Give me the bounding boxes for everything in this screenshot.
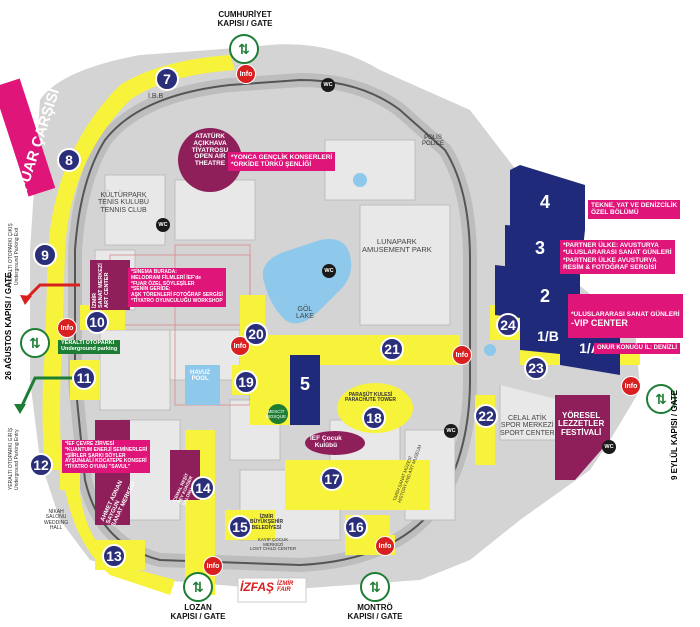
hall-marker-18[interactable]: 18 xyxy=(362,406,386,430)
hall-1b-label[interactable]: 1/B xyxy=(537,328,559,344)
info-point[interactable]: Info xyxy=(236,64,256,84)
lake-label: GÖL LAKE xyxy=(296,306,314,321)
hall-marker-10[interactable]: 10 xyxy=(85,310,109,334)
theatre-label: ATATÜRK AÇIKHAVA TİYATROSU OPEN AIR THEA… xyxy=(191,133,229,168)
info-point[interactable]: Info xyxy=(230,336,250,356)
hall-marker-13[interactable]: 13 xyxy=(102,544,126,568)
hall-2-label[interactable]: 2 xyxy=(539,285,550,306)
hall-marker-15[interactable]: 15 xyxy=(228,515,252,539)
ibb-label: İ.B.B xyxy=(148,93,164,100)
cumhuriyet-gate-icon: ⇅ xyxy=(229,34,259,64)
26-agustos-gate-label: 26 AĞUSTOS KAPISI / GATE xyxy=(4,272,13,380)
wc-icon: WC xyxy=(602,440,616,454)
hall-marker-16[interactable]: 16 xyxy=(344,515,368,539)
sport-center-label: CELAL ATİK SPOR MERKEZİ SPORT CENTER xyxy=(500,415,555,437)
pool xyxy=(185,365,220,405)
hall-marker-12[interactable]: 12 xyxy=(29,453,53,477)
lozan-gate-icon: ⇅ xyxy=(183,572,213,602)
hall-marker-14[interactable]: 14 xyxy=(191,476,215,500)
wc-icon: WC xyxy=(321,78,335,92)
art-center-label: İZMİR SANAT MERKEZİ ART CENTER xyxy=(92,263,110,308)
lake xyxy=(262,239,352,324)
hall-marker-9[interactable]: 9 xyxy=(33,243,57,267)
wc-icon: WC xyxy=(322,264,336,278)
lunapark-label: LUNAPARK AMUSEMENT PARK xyxy=(362,237,432,254)
yoresel-label: YÖRESEL LEZZETLER FESTİVALİ xyxy=(558,411,605,437)
hall-3-label[interactable]: 3 xyxy=(534,237,545,258)
lost-child-label: KAYIP ÇOCUK MERKEZİ LOST CHILD CENTER xyxy=(250,537,297,552)
nikah-label: NİKAH SALONU WEDDING HALL xyxy=(44,509,69,531)
ibb-cocuk-label: İZMİR BÜYÜKŞEHİR BELEDİYESİ xyxy=(250,514,284,531)
mosque-label: MESCİT MOSQUE xyxy=(266,409,287,419)
info-point[interactable]: Info xyxy=(452,345,472,365)
9-eylul-gate-label: 9 EYLÜL KAPISI / GATE xyxy=(670,390,679,480)
ief-cocuk-label: İEF Çocuk Kulübü xyxy=(310,435,342,449)
hall-marker-17[interactable]: 17 xyxy=(320,467,344,491)
art-center-events: *SİNEMA BURADA: MELODRAM FİLMLERİ İEF'de… xyxy=(128,268,226,307)
hall-marker-24[interactable]: 24 xyxy=(496,313,520,337)
onur-konugu: ONUR KONUĞU İL: DENİZLİ xyxy=(594,343,680,354)
26-agustos-gate-icon: ⇅ xyxy=(20,328,50,358)
montro-gate-icon: ⇅ xyxy=(360,572,390,602)
theatre-shape xyxy=(178,128,242,192)
hall-marker-11[interactable]: 11 xyxy=(72,366,96,390)
hall-5-label[interactable]: 5 xyxy=(299,373,310,394)
hall-marker-23[interactable]: 23 xyxy=(524,356,548,380)
hall-marker-21[interactable]: 21 xyxy=(380,337,404,361)
info-point[interactable]: Info xyxy=(621,376,641,396)
pool-label: HAVUZ POOL xyxy=(190,370,211,383)
parachute-tower-label: PARAŞÜT KULESİ PARACHUTE TOWER xyxy=(345,392,396,404)
hall-marker-19[interactable]: 19 xyxy=(234,370,258,394)
hall-marker-8[interactable]: 8 xyxy=(57,148,81,172)
fuar-carsisi-bar xyxy=(0,78,56,197)
hall-marker-7[interactable]: 7 xyxy=(155,67,179,91)
police-label: POLİS POLICE xyxy=(422,135,445,148)
wc-icon: WC xyxy=(156,218,170,232)
izfas-logo: İZFAŞ İZMİR FAIR xyxy=(240,580,294,594)
hall-2-event: *ULUSLARARASI SANAT GÜNLERİ-VIP CENTER xyxy=(568,294,683,339)
theatre-events: *YONCA GENÇLİK KONSERLERİ *ORKİDE TÜRKÜ … xyxy=(228,152,336,171)
hall-marker-20[interactable]: 20 xyxy=(244,322,268,346)
yoresel-zone xyxy=(555,395,610,480)
hall-4-label[interactable]: 4 xyxy=(539,191,550,212)
hall-4-event: TEKNE, YAT VE DENİZCİLİK ÖZEL BÖLÜMÜ xyxy=(588,200,681,219)
wc-icon: WC xyxy=(444,424,458,438)
info-point[interactable]: Info xyxy=(375,536,395,556)
tennis-club-label: KÜLTÜRPARK TENİS KULÜBÜ TENNIS CLUB xyxy=(98,192,149,214)
info-point[interactable]: Info xyxy=(203,556,223,576)
ahmet-adnan-events: *İEF ÇEVRE ZİRVESİ *KUANTUM ENERJİ SEMİN… xyxy=(62,440,151,473)
hall-marker-22[interactable]: 22 xyxy=(474,404,498,428)
info-point[interactable]: Info xyxy=(57,318,77,338)
9-eylul-gate-icon: ⇅ xyxy=(646,384,676,414)
hall-3-event: *PARTNER ÜLKE: AVUSTURYA *ULUSLARARASI S… xyxy=(560,240,675,274)
